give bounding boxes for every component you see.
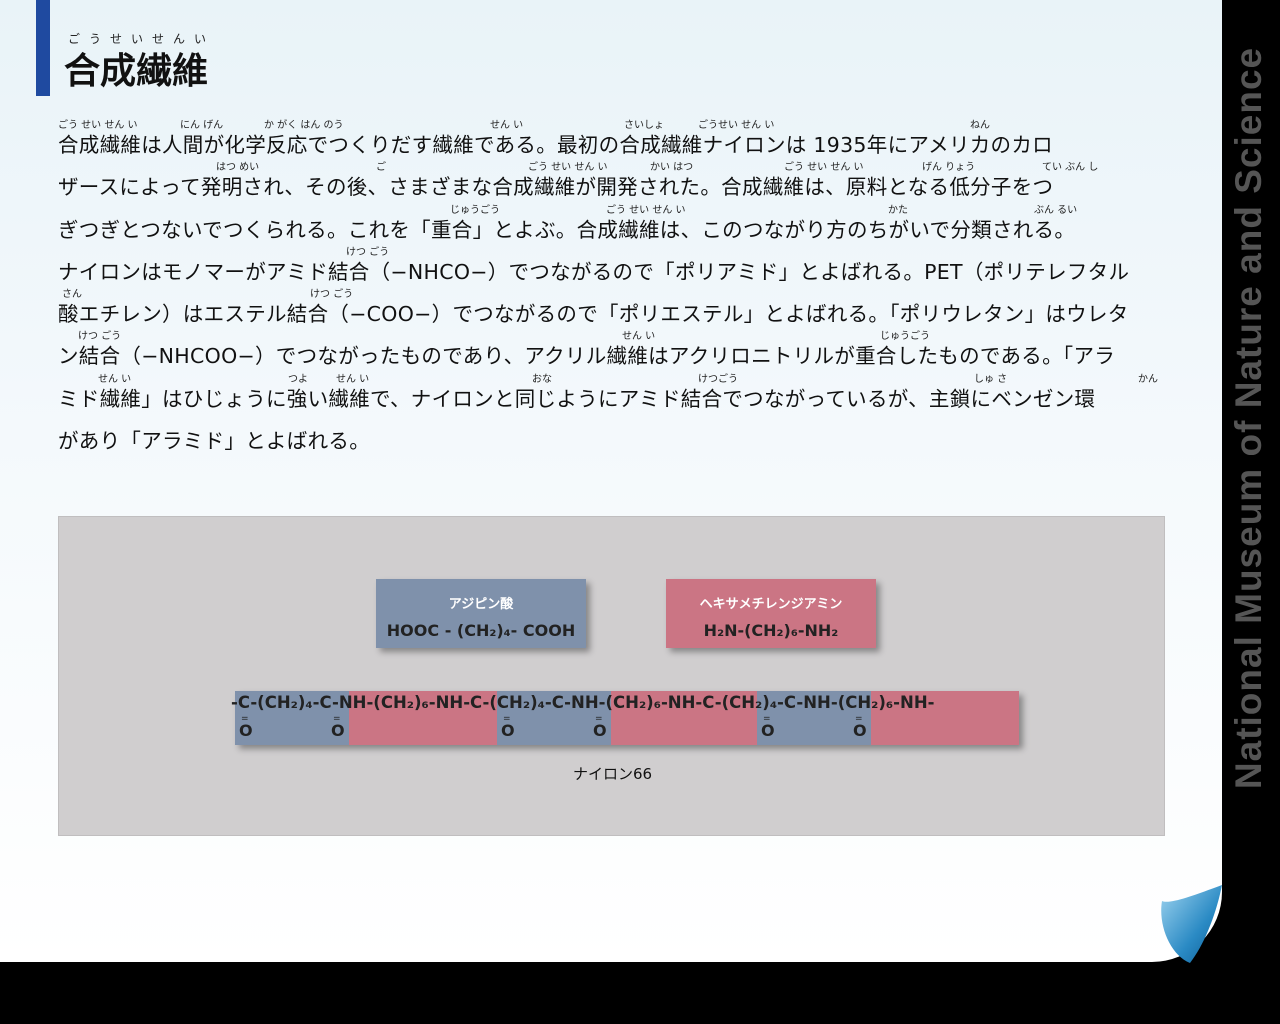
page-sheet: ごうせいせんい 合成繊維 ごう せい せん いにん げんか がく はん のうせん… bbox=[0, 0, 1222, 962]
hexamethylenediamine-name: ヘキサメチレンジアミン bbox=[699, 597, 843, 612]
chain-segment-diamine bbox=[871, 691, 1019, 745]
double-bond-mark: = bbox=[503, 714, 511, 724]
nylon-diagram-panel: アジピン酸 HOOC - (CH₂)₄- COOH ヘキサメチレンジアミン H₂… bbox=[58, 516, 1165, 836]
ruby-text: かい はつ bbox=[650, 162, 694, 174]
adipic-acid-formula: HOOC - (CH₂)₄- COOH bbox=[386, 621, 576, 640]
adipic-acid-name: アジピン酸 bbox=[448, 597, 514, 612]
ruby-text: さん bbox=[62, 289, 82, 301]
double-bond-mark: = bbox=[595, 714, 603, 724]
body-line-text: ナイロンはモノマーがアミド結合（−NHCO−）でつながるので「ポリアミド」とよば… bbox=[58, 259, 1130, 284]
chain-segment-diamine bbox=[349, 691, 497, 745]
ruby-text: しゅ さ bbox=[974, 373, 1008, 385]
ruby-text: さいしょ bbox=[624, 120, 664, 131]
ruby-row: ごう せい せん い にん げん か がく はん のう せん い さいしょ ごうせい せん… bbox=[58, 116, 1168, 131]
title-accent-bar bbox=[36, 0, 50, 96]
ruby-text: てい ぶん し bbox=[1042, 162, 1099, 174]
body-line-text: 酸エチレン）はエステル結合（−COO−）でつながるので「ポリエステル」とよばれる… bbox=[58, 302, 1129, 327]
body-line-text: があり「アラミド」とよばれる。 bbox=[58, 429, 370, 454]
chain-segment-adipic bbox=[497, 691, 611, 745]
ruby-row: けつ ごう bbox=[58, 243, 1168, 258]
ruby-text: げん りょう bbox=[922, 162, 976, 174]
chain-segment-adipic bbox=[235, 691, 349, 745]
double-bond-mark: = bbox=[763, 714, 771, 724]
ruby-text: ごうせい せん い bbox=[698, 120, 775, 131]
body-line: があり「アラミド」とよばれる。 bbox=[58, 412, 1168, 454]
polymer-chain bbox=[235, 691, 1019, 745]
ruby-text: つよ bbox=[288, 373, 308, 385]
carbonyl-oxygen: O bbox=[761, 721, 775, 740]
body-line: けつ ごう せん い じゅうごうン結合（−NHCOO−）でつながったものであり、アク… bbox=[58, 327, 1168, 369]
ruby-text: けつ ごう bbox=[310, 289, 354, 301]
body-line: せん い つよ せん い おな けつごう しゅ さ かんミド繊維」はひじょうに強い繊維で、ナ… bbox=[58, 370, 1168, 412]
page-title: 合成繊維 bbox=[64, 51, 209, 92]
ruby-text: けつ ごう bbox=[346, 246, 390, 258]
ruby-text: せん い bbox=[336, 373, 370, 385]
hexamethylenediamine-formula: H₂N-(CH₂)₆-NH₂ bbox=[703, 621, 839, 640]
ruby-text: か がく はん のう bbox=[264, 120, 344, 131]
adipic-acid-box: アジピン酸 HOOC - (CH₂)₄- COOH bbox=[376, 579, 586, 648]
chain-segment-diamine bbox=[611, 691, 757, 745]
ruby-text: かた bbox=[888, 204, 908, 216]
ruby-text: ごう せい せん い bbox=[784, 162, 864, 174]
body-line-text: ミド繊維」はひじょうに強い繊維で、ナイロンと同じようにアミド結合でつながっている… bbox=[58, 386, 1096, 411]
side-band bbox=[1222, 0, 1280, 962]
ruby-text: けつ ごう bbox=[78, 331, 122, 343]
ruby-row: じゅうごう ごう せい せん い かた ぶん るい bbox=[58, 201, 1168, 216]
ruby-row bbox=[58, 412, 1168, 424]
body-line-text: ン結合（−NHCOO−）でつながったものであり、アクリル繊維はアクリロニトリルが… bbox=[58, 344, 1116, 369]
ruby-text: せん い bbox=[622, 331, 656, 343]
ruby-text: けつごう bbox=[698, 373, 738, 385]
ruby-text: じゅうごう bbox=[880, 331, 930, 343]
body-line: さん けつ ごう酸エチレン）はエステル結合（−COO−）でつながるので「ポリエステ… bbox=[58, 285, 1168, 327]
hexamethylenediamine-box: ヘキサメチレンジアミン H₂N-(CH₂)₆-NH₂ bbox=[666, 579, 876, 648]
ruby-text: ごう せい せん い bbox=[606, 204, 686, 216]
ruby-text: ぶん るい bbox=[1034, 204, 1078, 216]
chain-segment-adipic bbox=[757, 691, 871, 745]
carbonyl-oxygen: O bbox=[331, 721, 345, 740]
body-text: ごう せい せん いにん げんか がく はん のうせん いさいしょごうせい せん… bbox=[58, 116, 1168, 454]
body-line: けつ ごうナイロンはモノマーがアミド結合（−NHCO−）でつながるので「ポリアミ… bbox=[58, 243, 1168, 285]
ruby-text: かん bbox=[1138, 373, 1158, 385]
ruby-text: ごう せい せん い bbox=[58, 120, 138, 131]
ruby-text: せん い bbox=[98, 373, 132, 385]
body-line: じゅうごう ごう せい せん い かた ぶん るいぎつぎとつないでつくられる。これを「… bbox=[58, 201, 1168, 243]
body-line: はつ めい ご ごう せい せん い かい はつ ごう せい せん い げん りょう てい … bbox=[58, 158, 1168, 200]
ruby-row: はつ めい ご ごう せい せん い かい はつ ごう せい せん い げん りょう てい … bbox=[58, 158, 1168, 174]
ruby-text: せん い bbox=[490, 120, 524, 131]
ruby-text: ねん bbox=[970, 120, 990, 131]
carbonyl-oxygen: O bbox=[593, 721, 607, 740]
ruby-row: さん けつ ごう bbox=[58, 285, 1168, 301]
ruby-row: けつ ごう せん い じゅうごう bbox=[58, 327, 1168, 343]
double-bond-mark: = bbox=[855, 714, 863, 724]
carbonyl-oxygen: O bbox=[239, 721, 253, 740]
ruby-text: にん げん bbox=[180, 120, 224, 131]
body-line-text: 合成繊維は人間が化学反応でつくりだす繊維である。最初の合成繊維ナイロンは 193… bbox=[58, 133, 1053, 157]
museum-name-vertical: National Museum of Nature and Science bbox=[1228, 46, 1269, 790]
body-line: ごう せい せん い にん げん か がく はん のう せん い さいしょ ごうせい せん… bbox=[58, 116, 1168, 158]
ruby-text: おな bbox=[532, 373, 552, 385]
ruby-row: せん い つよ せん い おな けつごう しゅ さ かん bbox=[58, 370, 1168, 385]
body-line-text: ザースによって発明され、その後、さまざまな合成繊維が開発された。合成繊維は、原料… bbox=[58, 175, 1054, 200]
carbonyl-oxygen: O bbox=[853, 721, 867, 740]
body-line-text: ぎつぎとつないでつくられる。これを「重合」とよぶ。合成繊維は、このつながり方のち… bbox=[58, 217, 1076, 242]
double-bond-mark: = bbox=[241, 714, 249, 724]
double-bond-mark: = bbox=[333, 714, 341, 724]
carbonyl-oxygen: O bbox=[501, 721, 515, 740]
page-curl-icon bbox=[1161, 885, 1222, 963]
nylon66-label: ナイロン66 bbox=[572, 765, 653, 783]
title-ruby: ごうせいせんい bbox=[68, 32, 216, 46]
ruby-text: ごう せい せん い bbox=[528, 162, 608, 174]
chain-formula: -C-(CH₂)₄-C-NH-(CH₂)₆-NH-C-(CH₂)₄-C-NH-(… bbox=[231, 693, 935, 712]
ruby-text: じゅうごう bbox=[450, 204, 500, 216]
ruby-text: はつ めい bbox=[216, 162, 260, 174]
ruby-text: ご bbox=[376, 162, 386, 174]
